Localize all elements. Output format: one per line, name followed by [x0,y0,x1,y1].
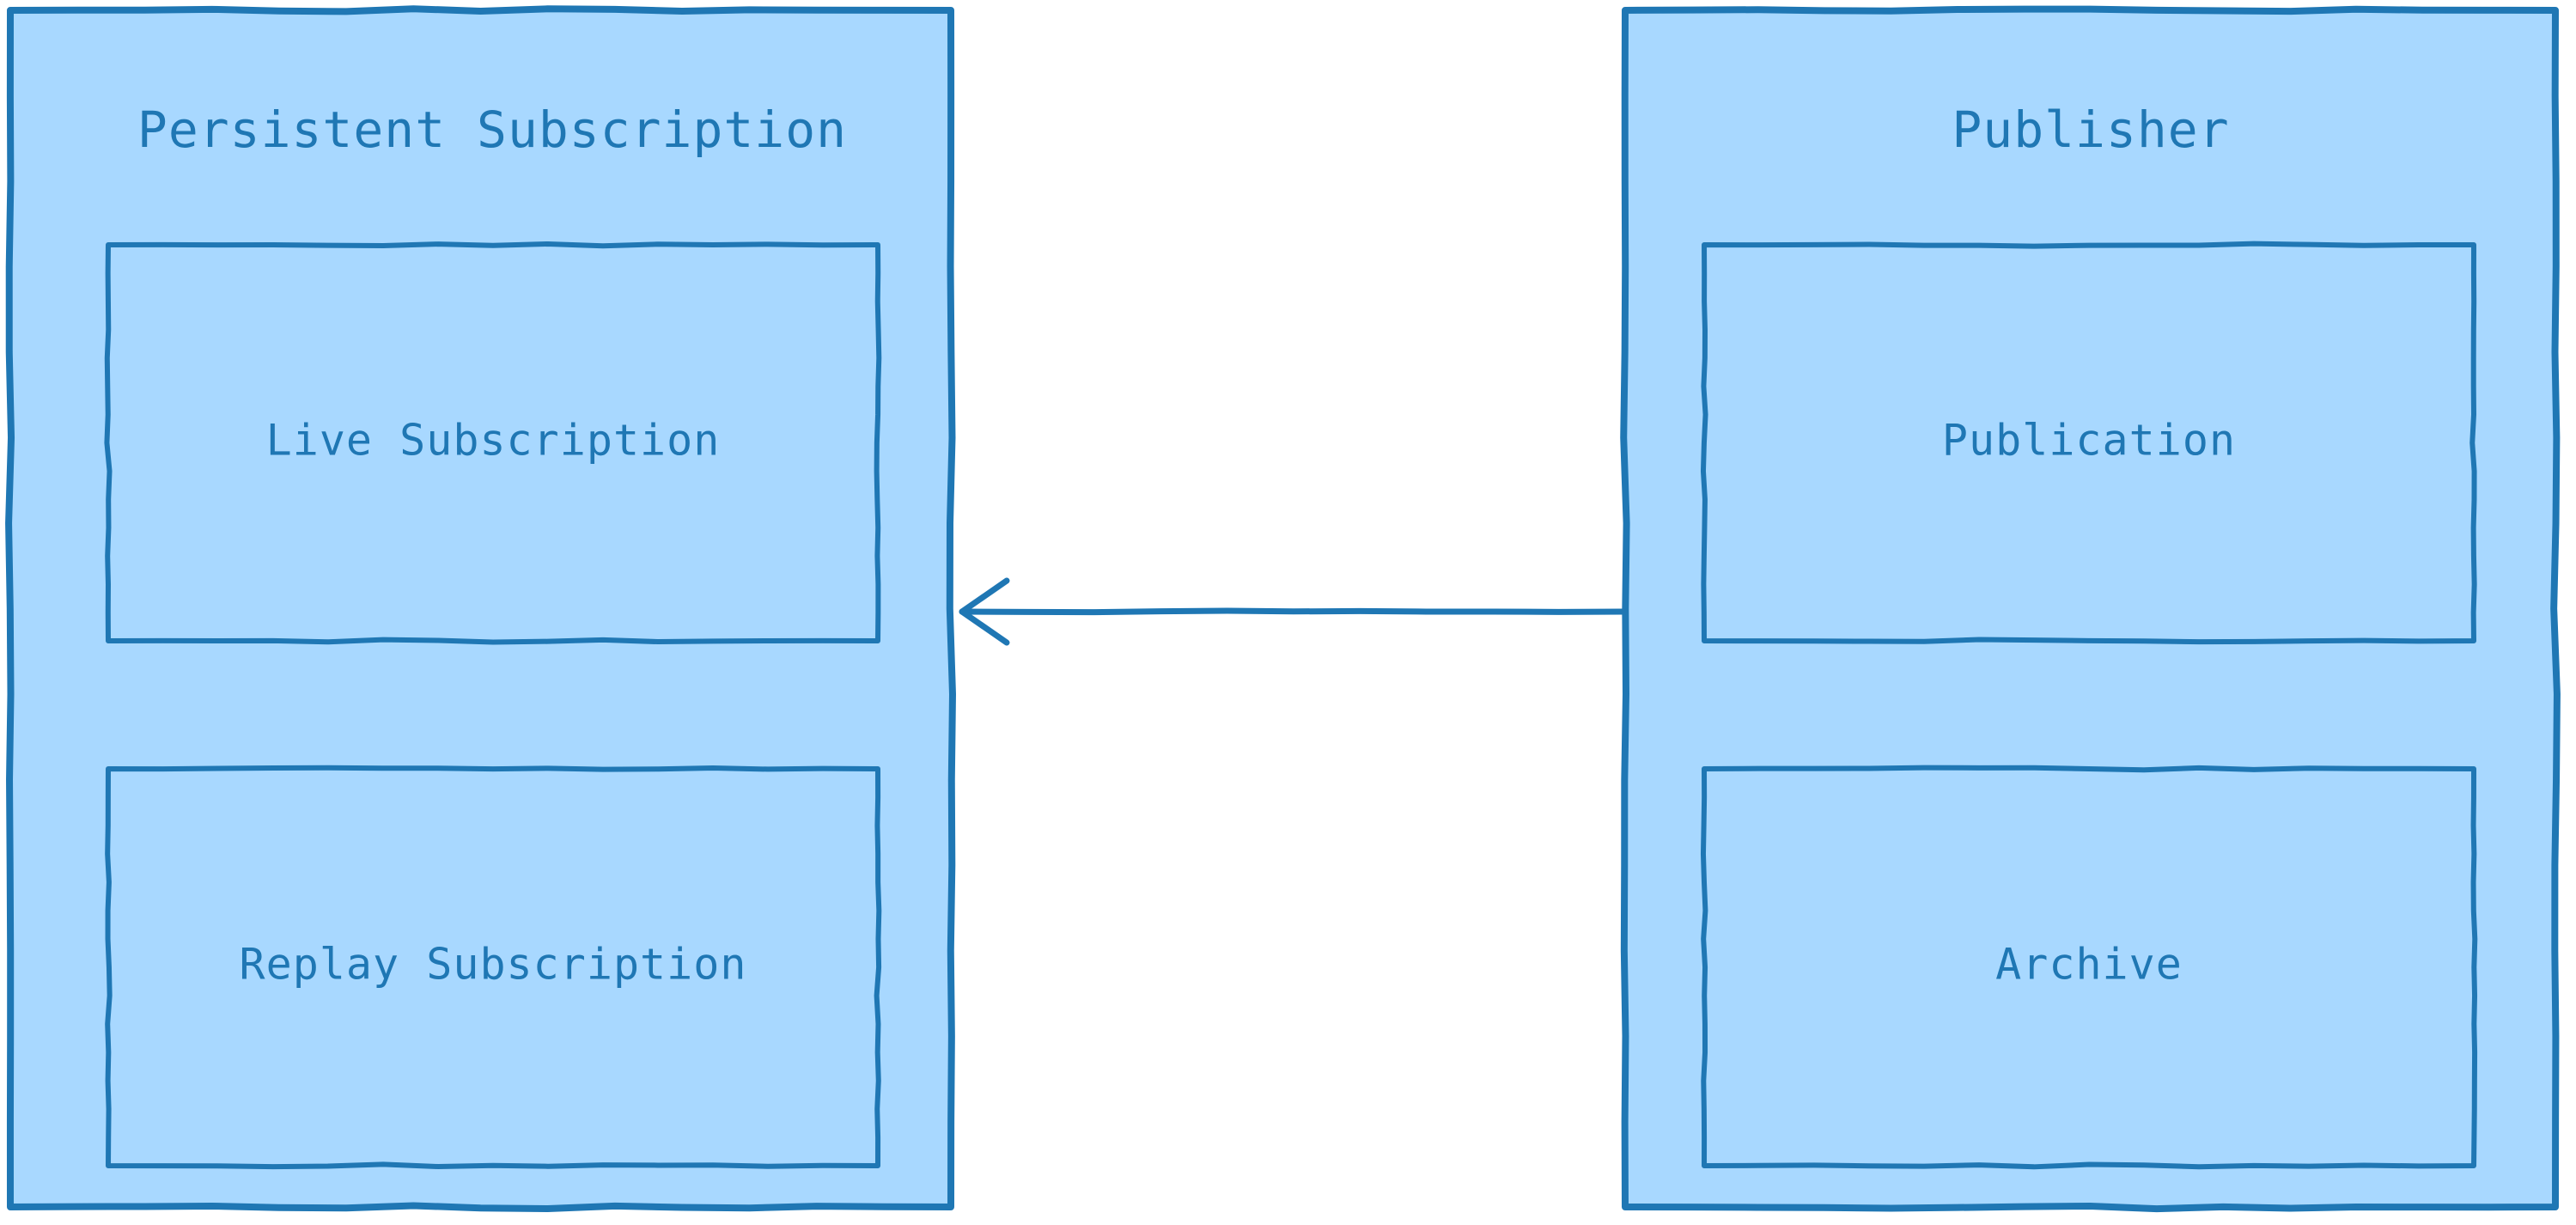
arrow-head-icon [959,577,1010,646]
live-subscription-box[interactable] [104,241,882,645]
node-replay-subscription[interactable]: Replay Subscription [105,765,882,1170]
node-publication[interactable]: Publication [1700,241,2477,645]
replay-subscription-box[interactable] [105,765,882,1170]
arrow-shaft [959,607,1629,616]
group-persistent-subscription[interactable]: Persistent Subscription Live Subscriptio… [5,5,956,1213]
node-archive[interactable]: Archive [1700,765,2478,1170]
live-subscription-label: Live Subscription [266,416,721,466]
archive-box[interactable] [1700,765,2478,1170]
publisher-label: Publisher [1952,101,2229,159]
publication-label: Publication [1942,416,2236,466]
connection-publication-to-live-subscription[interactable] [959,577,1629,646]
group-publisher[interactable]: Publisher Publication Archive [1620,5,2561,1213]
node-live-subscription[interactable]: Live Subscription [104,241,882,645]
archive-label: Archive [1995,940,2183,990]
persistent-subscription-label: Persistent Subscription [137,101,847,159]
publication-box[interactable] [1700,241,2477,645]
replay-subscription-label: Replay Subscription [240,940,747,990]
